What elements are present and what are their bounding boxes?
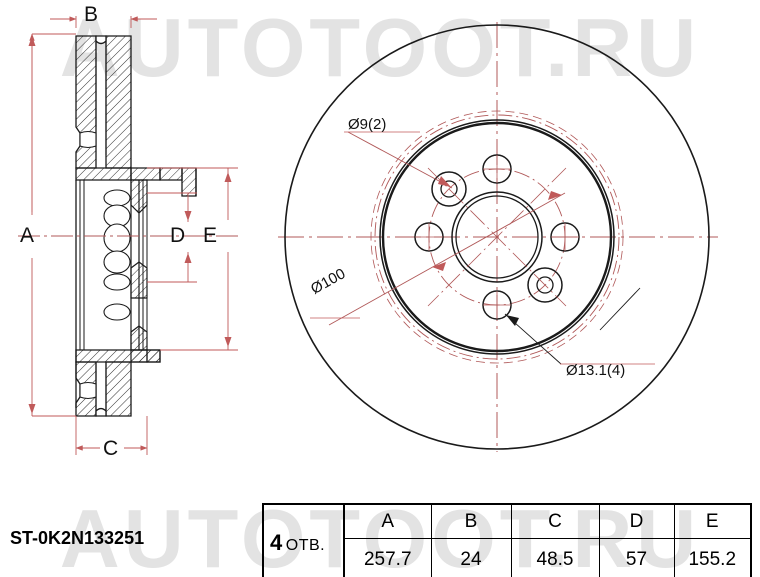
header-E: E (673, 503, 752, 539)
dimension-D (147, 192, 197, 283)
value-D: 57 (598, 538, 675, 577)
hole-count-unit: OTB. (285, 536, 326, 554)
value-C: 48.5 (510, 538, 600, 577)
hub-bore-outer (451, 191, 543, 283)
section-upper-flange (75, 35, 161, 181)
section-hat-flange (159, 167, 197, 197)
hole-count-value: 4 (270, 529, 283, 555)
dim-label-B: B (84, 3, 99, 26)
dimension-B (50, 16, 157, 28)
part-number: ST-0K2N133251 (10, 528, 145, 548)
callout-bolt-holes: Ø13.1(4) (566, 362, 626, 379)
section-disc-body (75, 179, 148, 408)
dim-bolt-circle-arrow (328, 191, 566, 326)
header-C: C (510, 503, 600, 539)
dim-label-E: E (203, 224, 218, 247)
callout-small-holes: Ø9(2) (348, 116, 387, 133)
small-holes (431, 171, 563, 303)
face-view (278, 22, 718, 452)
value-A: 257.7 (343, 538, 432, 577)
leader-small-holes (344, 131, 453, 189)
watermark-top: AUTOTOOT.RU (59, 1, 701, 94)
leader-bolt-holes (504, 287, 655, 365)
dimension-E (147, 167, 238, 351)
dim-label-D: D (170, 224, 186, 247)
value-E: 155.2 (673, 538, 752, 577)
dimension-A (28, 33, 76, 417)
cross-section-view (18, 16, 240, 455)
header-D: D (598, 503, 675, 539)
bolt-holes (414, 154, 580, 320)
dim-label-C: C (103, 437, 119, 460)
dim-label-A: A (20, 224, 35, 247)
header-A: A (343, 503, 432, 539)
hub-bore-inner (455, 195, 539, 279)
dimension-C (75, 416, 148, 455)
section-lower-flange (75, 349, 161, 417)
table-row-values: 257.7 24 48.5 57 155.2 (263, 538, 752, 577)
header-B: B (430, 503, 512, 539)
disc-outer-circle (284, 24, 710, 450)
value-B: 24 (430, 538, 512, 577)
